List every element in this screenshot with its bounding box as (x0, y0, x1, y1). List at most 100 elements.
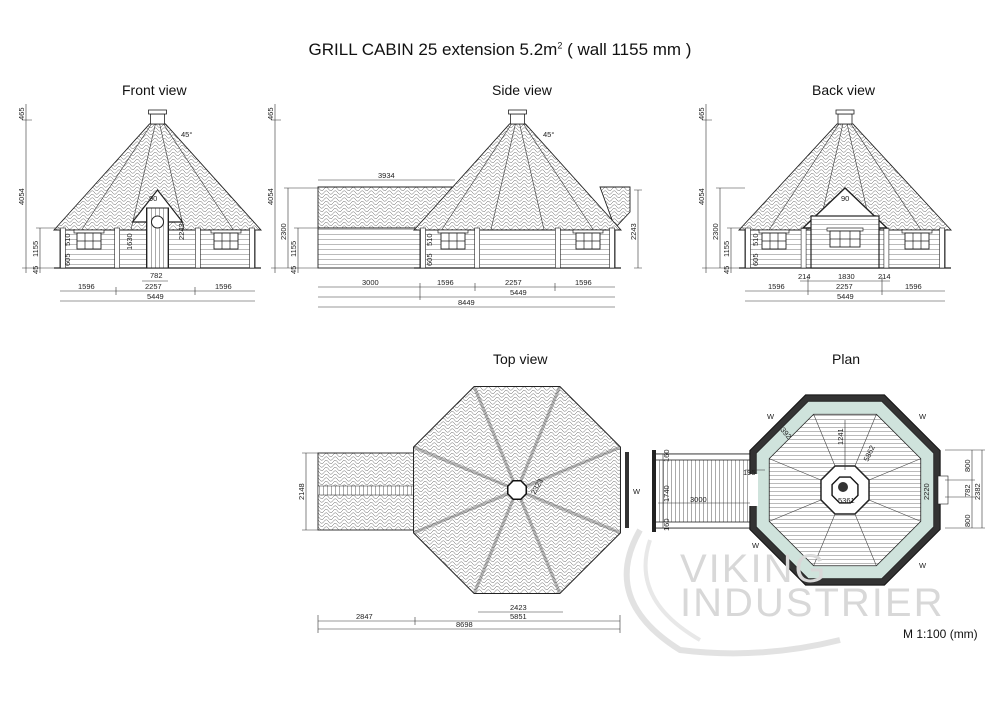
roof-ridge (472, 385, 519, 491)
dim-side-wall: 1155 (289, 241, 298, 257)
dim-top-ext: 2847 (356, 612, 373, 621)
dim-front-top: 465 (17, 107, 26, 120)
dim-back-right: 1596 (905, 282, 922, 291)
chimney-cap (148, 109, 167, 115)
corner-post (249, 227, 255, 269)
dim-side-s3: 1596 (575, 278, 592, 287)
roof-ridge (472, 489, 519, 595)
door-canopy (625, 452, 629, 528)
dim-side-oct: 5449 (510, 288, 527, 297)
window-mullions (214, 233, 238, 249)
chimney (510, 113, 525, 125)
back-view-drawing (737, 109, 953, 269)
roof-ridge (523, 123, 594, 231)
dim-back-win-low: 605 (751, 253, 760, 266)
dim-side-height: 4054 (266, 188, 275, 205)
roof (737, 123, 953, 231)
dim-front-height: 4054 (17, 188, 26, 205)
dim-side-ext-h: 2300 (279, 223, 288, 240)
window-mark: W (752, 541, 760, 550)
window-mark: W (633, 487, 641, 496)
top-view-drawing (317, 385, 629, 595)
corner-post (883, 227, 890, 269)
dim-back-ext-h: 2300 (711, 223, 720, 240)
dim-back-wall: 1155 (722, 241, 731, 257)
dim-top-ext-w: 2148 (297, 483, 306, 500)
dim-top-oct: 5851 (510, 612, 527, 621)
dim-plan-3000: 3000 (690, 495, 707, 504)
grill-fire-icon (838, 482, 848, 492)
dim-back-total: 5449 (837, 292, 854, 301)
dim-front-door-total: 2243 (177, 223, 186, 240)
watermark-line1: VIKING (680, 547, 828, 591)
dim-plan-5361: 5361 (838, 496, 855, 505)
roof-ridge (81, 123, 152, 231)
watermark-line2: INDUSTRIER (680, 581, 944, 625)
roof-ridge (515, 385, 562, 491)
dim-side-win-low: 605 (425, 253, 434, 266)
corner-post (60, 227, 66, 269)
window-mullions (77, 233, 101, 249)
dim-top-ridge: 2423 (510, 603, 527, 612)
dim-plan-800b: 800 (963, 514, 972, 527)
dim-side-total: 8449 (458, 298, 475, 307)
plan-drawing (652, 394, 949, 586)
title-text: GRILL CABIN 25 extension 5.2m (308, 40, 558, 59)
dim-side-win: 510 (425, 233, 434, 246)
dim-front-door-w: 782 (150, 271, 163, 280)
dim-back-base: 45 (722, 266, 731, 274)
dim-front-gable: 90 (149, 194, 157, 203)
roof-ridge (768, 123, 840, 231)
watermark-swoosh-icon (623, 528, 841, 657)
corner-post (474, 227, 480, 269)
dim-front-base: 45 (31, 266, 40, 274)
dim-back-win: 510 (751, 233, 760, 246)
scale-note: M 1:100 (mm) (903, 627, 978, 641)
corner-post (195, 227, 201, 269)
corner-post (939, 227, 945, 269)
watermark-swoosh-icon (643, 539, 701, 642)
dim-plan-160a: 160 (662, 449, 671, 462)
dim-front-win: 510 (63, 233, 72, 246)
chimney (507, 480, 527, 500)
window-mullions (576, 233, 600, 249)
dim-plan-2220: 2220 (922, 483, 931, 500)
corner-post (800, 227, 807, 269)
window-mullions (905, 233, 929, 249)
roof (412, 123, 623, 231)
dim-front-door: 1630 (125, 233, 134, 250)
corner-post (555, 227, 561, 269)
deck-opening (748, 474, 758, 506)
plan-dimensions: W W W W 1241 5862 392 195 1740 3000 160 … (658, 412, 985, 570)
dim-side-angle: 45° (543, 130, 554, 139)
dim-front-right: 1596 (215, 282, 232, 291)
plan-label: Plan (832, 351, 861, 367)
side-view-drawing (317, 109, 631, 269)
title-sup: 2 (557, 40, 563, 51)
roof-ridge (163, 123, 234, 231)
roof-ridge (490, 123, 516, 231)
roof-ridge (412, 488, 518, 535)
dim-back-mid: 2257 (836, 282, 853, 291)
dim-front-wall: 1155 (31, 241, 40, 257)
window-mullions (441, 233, 465, 249)
dim-front-left: 1596 (78, 282, 95, 291)
roof-ridge (412, 445, 518, 492)
dim-side-s1: 1596 (437, 278, 454, 287)
back-view-dimensions: 465 4054 2300 1155 45 605 510 90 214 183… (697, 104, 945, 302)
window-mark: W (919, 412, 927, 421)
back-view-label: Back view (812, 82, 876, 98)
front-view-drawing (52, 109, 263, 269)
dim-plan-1241: 1241 (836, 428, 845, 445)
dim-side-top: 465 (266, 107, 275, 120)
corner-post (745, 227, 751, 269)
side-view-label: Side view (492, 82, 552, 98)
dim-back-top: 465 (697, 107, 706, 120)
deck-end (652, 450, 656, 532)
dim-side-base: 45 (289, 266, 298, 274)
dim-top-total: 8698 (456, 620, 473, 629)
chimney-cap (835, 109, 855, 115)
dim-back-p1: 214 (798, 272, 811, 281)
dim-back-gable: 90 (841, 194, 849, 203)
